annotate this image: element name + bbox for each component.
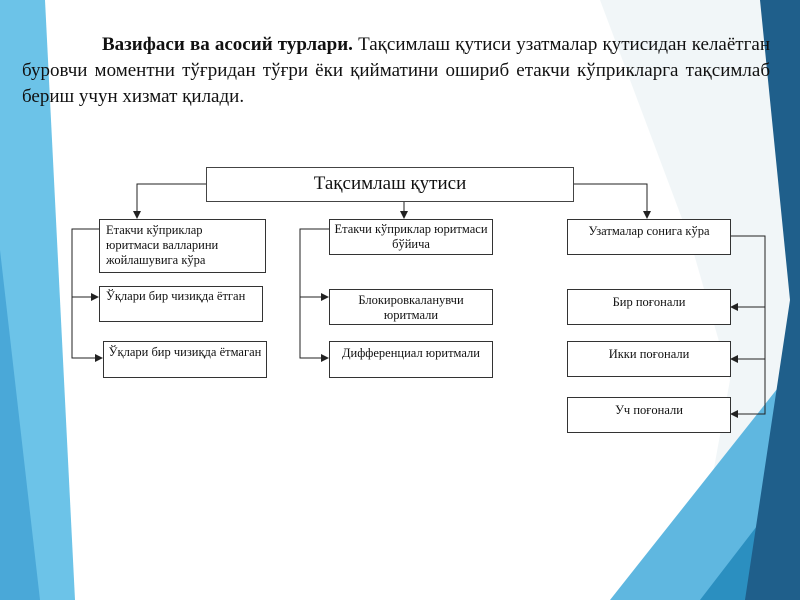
paragraph-text: Тақсимлаш қутиси узатмалар қутисидан кел…: [22, 34, 770, 107]
right-header-box: Узатмалар сонига кўра: [567, 219, 731, 255]
left-item-1-box: Ўқлари бир чизиқда ётган: [99, 286, 263, 322]
left-header-box: Етакчи кўприклар юритмаси валларини жойл…: [99, 219, 266, 273]
left-bottom-shape: [0, 250, 40, 600]
right-item-2-box: Икки поғонали: [567, 341, 731, 377]
right-dark-blue-shape: [745, 0, 800, 600]
right-item-3-box: Уч поғонали: [567, 397, 731, 433]
left-item-2-box: Ўқлари бир чизиқда ётмаган: [103, 341, 267, 378]
middle-item-1-box: Блокировкаланувчи юритмали: [329, 289, 493, 325]
root-box: Тақсимлаш қутиси: [206, 167, 574, 202]
middle-header-box: Етакчи кўприклар юритмаси бўйича: [329, 219, 493, 255]
paragraph-bold-lead: Вазифаси ва асосий турлари.: [102, 34, 353, 55]
description-paragraph: Вазифаси ва асосий турлари. Тақсимлаш қу…: [22, 32, 770, 110]
middle-item-2-box: Дифференциал юритмали: [329, 341, 493, 378]
right-item-1-box: Бир поғонали: [567, 289, 731, 325]
